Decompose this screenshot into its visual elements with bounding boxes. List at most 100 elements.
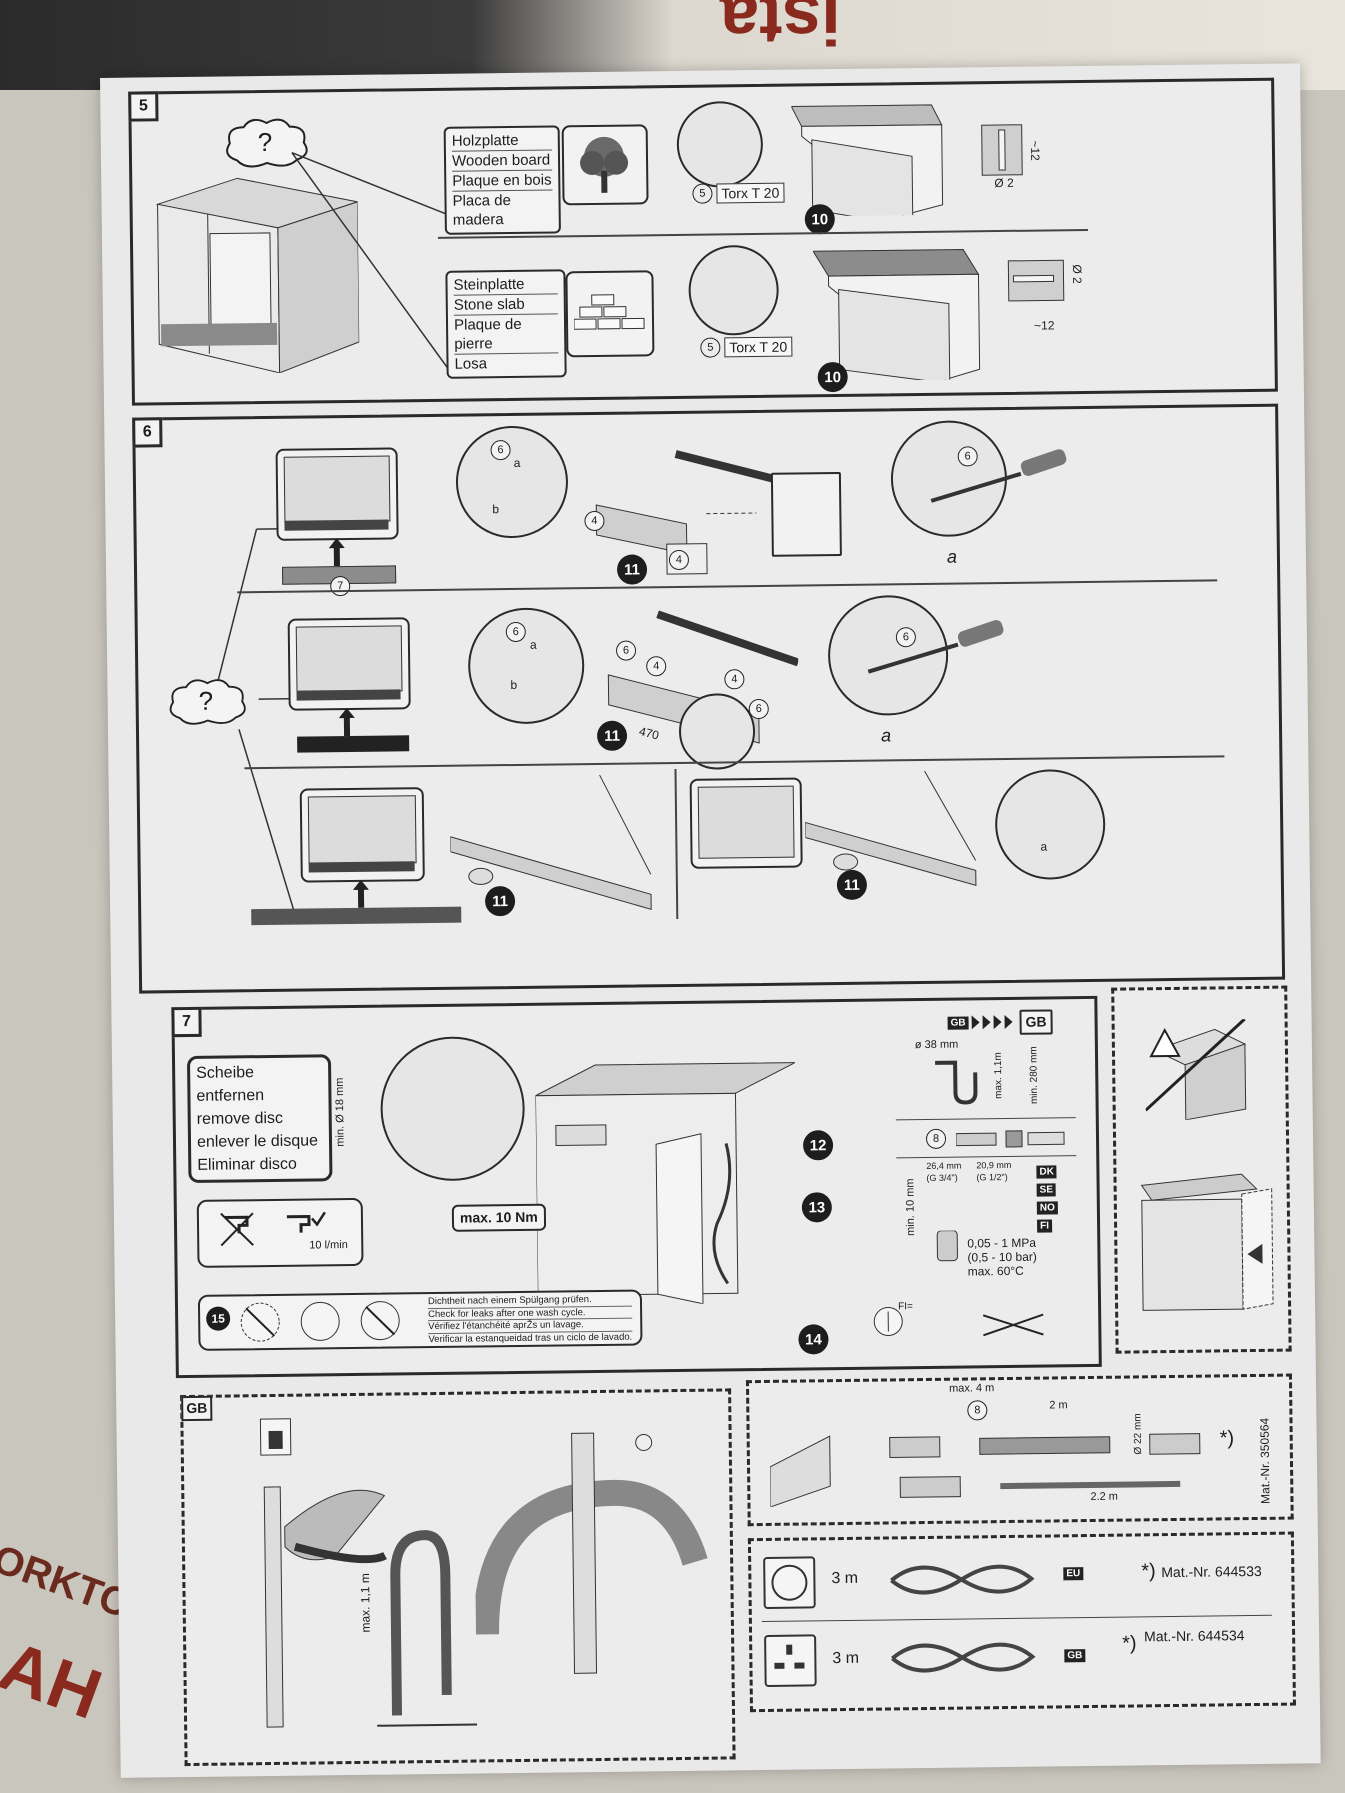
wood-label-fr: Plaque en bois xyxy=(452,170,553,192)
step-5-panel: 5 ? Holzplatte Wooden board Plaque en bo… xyxy=(128,77,1278,406)
max-temperature: max. 60°C xyxy=(967,1263,1024,1279)
row3-dishwasher-thumb xyxy=(299,787,425,883)
dishwasher-wood-mount xyxy=(791,104,944,217)
gb-cable-length: 3 m xyxy=(832,1649,860,1668)
step-number: 6 xyxy=(132,417,163,448)
wood-board-label: Holzplatte Wooden board Plaque en bois P… xyxy=(443,125,561,235)
row3-clip-detail xyxy=(994,768,1106,881)
row1-label-b: b xyxy=(492,502,500,517)
gb-cable-star: *) xyxy=(1122,1632,1137,1655)
connector-lines xyxy=(291,151,464,372)
disc-label-en: remove disc xyxy=(196,1109,284,1128)
screwdriver-icon xyxy=(867,620,1004,674)
min-diameter-label: min. Ø 18 mm xyxy=(333,1077,347,1147)
wood-bracket-detail xyxy=(676,100,764,188)
cable-divider xyxy=(761,1614,1272,1623)
hose-ref-8: 8 xyxy=(925,1128,947,1149)
drain-hose-loop-illustration xyxy=(377,1530,478,1727)
eu-region-badge: EU xyxy=(1063,1567,1084,1581)
gb-region-badge: GB xyxy=(1064,1649,1086,1663)
remove-disc-label: Scheibe entfernen remove disc enlever le… xyxy=(186,1054,333,1184)
uk-socket-icon xyxy=(764,1634,817,1687)
tool-name: Torx T 20 xyxy=(716,182,785,204)
arrows-icon xyxy=(971,1015,1013,1030)
stone-torx-label: 5 Torx T 20 xyxy=(700,336,793,358)
gb-cable-mat-nr: Mat.-Nr. 644534 xyxy=(1144,1627,1245,1645)
ref-badge-14: 14 xyxy=(798,1324,829,1355)
wood-label-en: Wooden board xyxy=(451,150,553,172)
wood-torx-label: 5 Torx T 20 xyxy=(692,182,785,204)
leak-check-text: Dichtheit nach einem Spülgang prüfen. Ch… xyxy=(427,1293,633,1345)
pipe-cutter-illustration xyxy=(263,1486,387,1728)
wood-dim-diameter: Ø 2 xyxy=(994,175,1014,191)
row2-dishwasher-thumb xyxy=(287,617,411,711)
max-height-label: max. 1,1 m xyxy=(357,1573,373,1633)
eu-cable-star: *) xyxy=(1141,1560,1156,1583)
power-cable-panel: 3 m EU *) Mat.-Nr. 644533 3 m GB *) Mat.… xyxy=(747,1531,1296,1713)
stone-slab-label: Steinplatte Stone slab Plaque de pierre … xyxy=(445,269,567,379)
warning-side-panel xyxy=(1111,985,1292,1354)
eu-cable-length: 3 m xyxy=(831,1569,859,1588)
stone-label-es: Losa xyxy=(454,355,488,373)
disc-label-de: Scheibe entfernen xyxy=(196,1064,265,1105)
dishwasher-stone-mount xyxy=(813,248,981,382)
country-no: NO xyxy=(1036,1201,1058,1215)
row1-part-ref: 7 xyxy=(330,575,351,597)
screwdriver-icon xyxy=(930,449,1067,503)
length-2-2m-label: 2.2 m xyxy=(1090,1490,1118,1504)
pressure-bar: (0,5 - 10 bar) xyxy=(967,1249,1037,1265)
row2-screw-ref-2: 4 xyxy=(646,656,667,677)
screw-ref: 5 xyxy=(700,337,721,358)
wood-dim-depth: ~12 xyxy=(1028,140,1043,161)
stone-hole-diagram xyxy=(1007,259,1065,302)
thread-name-1: (G 3/4") xyxy=(926,1172,958,1183)
pressure-mpa: 0,05 - 1 MPa xyxy=(967,1235,1037,1251)
row1-screw-ref-1: 4 xyxy=(584,510,605,532)
tree-icon xyxy=(561,124,649,206)
torque-label: max. 10 Nm xyxy=(451,1203,546,1232)
cabinet-sink-illustration xyxy=(534,1062,796,1305)
thread-size-1: 26,4 mm xyxy=(926,1160,962,1171)
row1-ref-badge: 11 xyxy=(616,554,648,585)
country-fi: FI xyxy=(1037,1219,1053,1233)
step7-right-divider-2 xyxy=(896,1155,1077,1159)
row2-ref-badge: 11 xyxy=(596,720,628,751)
pressure-valve-icon xyxy=(936,1230,958,1262)
row3b-dishwasher-thumb xyxy=(689,777,803,869)
step-number: 5 xyxy=(128,91,159,122)
ref-badge-12: 12 xyxy=(802,1130,834,1161)
row3-plinth-assembly xyxy=(449,774,652,910)
hose-diameter-label: Ø 22 mm xyxy=(1132,1413,1144,1455)
row2-screw-ref-1: 6 xyxy=(615,640,637,661)
drain-min-height: min. 280 mm xyxy=(1028,1046,1041,1105)
hose-fittings-icon xyxy=(955,1130,1065,1148)
row1-dim-a: a xyxy=(946,546,958,567)
leak-text-es: Verificar la estanqueidad tras un ciclo … xyxy=(428,1331,633,1345)
stone-label-en: Stone slab xyxy=(453,294,558,316)
row2-bracket-ref: 6 xyxy=(505,621,526,643)
row1-foot-detail xyxy=(770,471,842,557)
wood-label-de: Holzplatte xyxy=(451,130,552,152)
step-number: 7 xyxy=(171,1006,202,1038)
wood-hole-diagram xyxy=(981,124,1023,176)
gb-section-label: GB xyxy=(181,1395,213,1422)
gb-label: GB xyxy=(1019,1009,1053,1035)
gb-cable-illustration xyxy=(891,1642,1036,1673)
stone-dim-diameter: Ø 2 xyxy=(1070,264,1085,284)
ref-badge-15: 15 xyxy=(206,1306,231,1331)
disc-label-es: Eliminar disco xyxy=(197,1155,297,1174)
step-7-panel: 7 Scheibe entfernen remove disc enlever … xyxy=(171,995,1102,1379)
step7-right-divider-1 xyxy=(895,1117,1076,1121)
row1-screw-ref-2: 4 xyxy=(668,549,690,571)
stone-dim-depth: ~12 xyxy=(1034,318,1055,333)
cabinet-side-wall-illustration xyxy=(1140,1173,1274,1311)
ref-badge-10: 10 xyxy=(804,204,835,235)
tool-name: Torx T 20 xyxy=(724,336,793,358)
ref-badge-10-stone: 10 xyxy=(817,361,848,393)
no-extension-icon xyxy=(982,1313,1044,1337)
row2-screw-ref-3: 4 xyxy=(724,669,745,690)
screw-ref: 5 xyxy=(692,183,713,204)
stone-bracket-detail xyxy=(688,244,780,336)
eu-cable-mat-nr: Mat.-Nr. 644533 xyxy=(1161,1562,1262,1581)
kitchen-counter-illustration xyxy=(155,177,360,374)
